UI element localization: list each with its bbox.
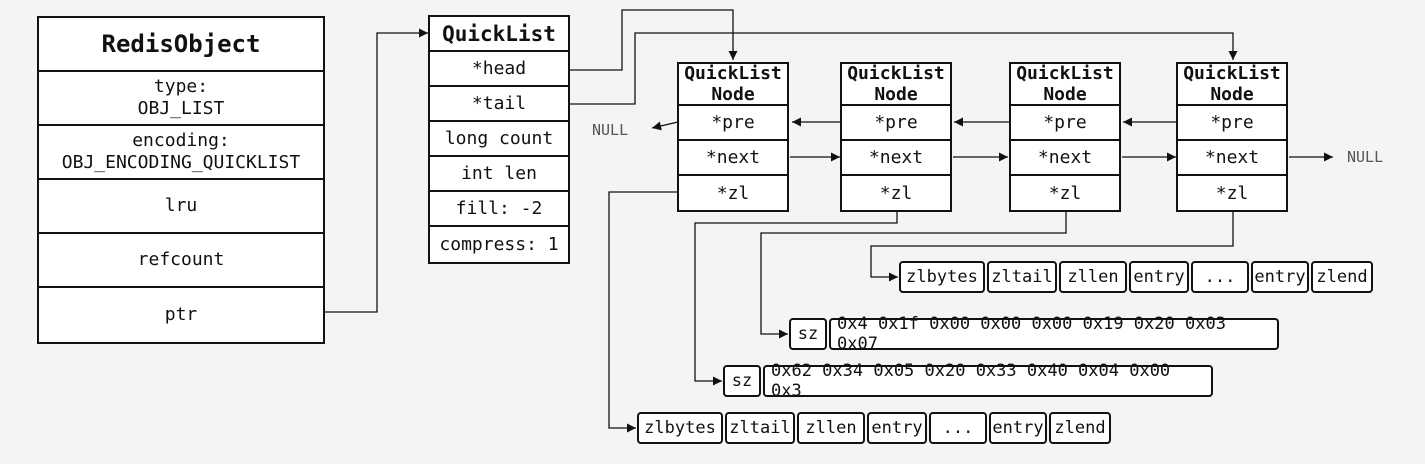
next-field: *next — [842, 141, 950, 176]
zlend-cell: zlend — [1311, 261, 1373, 293]
head-field: *head — [430, 52, 568, 87]
pre-field: *pre — [1178, 106, 1286, 141]
entry-cell: entry — [1251, 261, 1309, 293]
zl-field: *zl — [716, 182, 750, 204]
refcount-field: refcount — [39, 234, 323, 288]
zl-arrow-4 — [870, 210, 1234, 282]
pre-field: *pre — [679, 106, 787, 141]
compressed-node-1: sz 0x4 0x1f 0x00 0x00 0x00 0x19 0x20 0x0… — [789, 314, 1279, 354]
ziplist-top: zlbytes zltail zllen entry ... entry zle… — [899, 261, 1373, 293]
next-field: *next — [1011, 141, 1119, 176]
quicklist-node-2: QuickList Node *pre *next *zl — [840, 62, 952, 212]
tail-arrow — [570, 32, 1238, 105]
type-field: type: OBJ_LIST — [39, 72, 323, 126]
zl-field: *zl — [1215, 182, 1249, 204]
next-field: *next — [1178, 141, 1286, 176]
zlbytes-cell: zlbytes — [899, 261, 985, 293]
zl-arrow-3 — [760, 210, 1067, 339]
ellipsis-cell: ... — [1191, 261, 1249, 293]
zllen-cell: zllen — [797, 412, 865, 444]
pre-field: *pre — [842, 106, 950, 141]
node-title: QuickList Node — [1178, 63, 1286, 106]
entry-cell: entry — [867, 412, 927, 444]
zllen-cell: zllen — [1059, 261, 1127, 293]
next-field: *next — [679, 141, 787, 176]
node-title: QuickList Node — [679, 63, 787, 106]
tail-field: *tail — [430, 87, 568, 122]
pre-arrow-1 — [651, 121, 679, 131]
sz-cell: sz — [789, 318, 827, 350]
quicklist-node-1: QuickList Node *pre *next *zl — [677, 62, 789, 212]
compress-field: compress: 1 — [439, 233, 559, 255]
fill-field: fill: -2 — [430, 192, 568, 227]
encoding-field: encoding: OBJ_ENCODING_QUICKLIST — [39, 126, 323, 180]
entry-cell: entry — [1129, 261, 1189, 293]
quicklist-box: QuickList *head *tail long count int len… — [428, 15, 570, 264]
null-right-label: NULL — [1347, 148, 1384, 166]
compressed-bytes: 0x4 0x1f 0x00 0x00 0x00 0x19 0x20 0x03 0… — [829, 314, 1279, 354]
zl-field: *zl — [879, 182, 913, 204]
zlbytes-cell: zlbytes — [637, 412, 723, 444]
quicklist-node-4: QuickList Node *pre *next *zl — [1176, 62, 1288, 212]
quicklist-title: QuickList — [430, 17, 568, 52]
ellipsis-cell: ... — [929, 412, 987, 444]
len-field: int len — [430, 157, 568, 192]
lru-field: lru — [39, 180, 323, 234]
compressed-bytes: 0x62 0x34 0x05 0x20 0x33 0x40 0x04 0x00 … — [763, 361, 1213, 401]
sz-cell: sz — [723, 365, 761, 397]
ptr-field: ptr — [164, 304, 198, 325]
zl-arrow-1 — [608, 191, 678, 433]
zl-arrow-2 — [694, 210, 898, 386]
compressed-node-2: sz 0x62 0x34 0x05 0x20 0x33 0x40 0x04 0x… — [723, 361, 1213, 401]
zl-field: *zl — [1048, 182, 1082, 204]
head-arrow — [570, 9, 738, 71]
redis-object-title: RedisObject — [39, 18, 323, 72]
quicklist-node-3: QuickList Node *pre *next *zl — [1009, 62, 1121, 212]
zlend-cell: zlend — [1049, 412, 1111, 444]
node-title: QuickList Node — [1011, 63, 1119, 106]
count-field: long count — [430, 122, 568, 157]
zltail-cell: zltail — [987, 261, 1057, 293]
ptr-arrow — [324, 28, 428, 313]
zltail-cell: zltail — [725, 412, 795, 444]
pre-field: *pre — [1011, 106, 1119, 141]
entry-cell: entry — [989, 412, 1047, 444]
node-title: QuickList Node — [842, 63, 950, 106]
null-left-label: NULL — [592, 121, 629, 139]
redis-object-box: RedisObject type: OBJ_LIST encoding: OBJ… — [37, 16, 325, 344]
ziplist-bottom: zlbytes zltail zllen entry ... entry zle… — [637, 412, 1111, 444]
